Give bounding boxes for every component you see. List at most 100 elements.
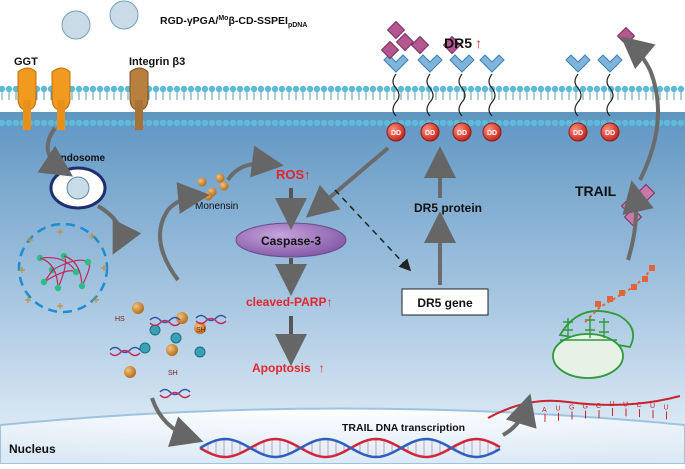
arrow-trail-out (620, 36, 660, 181)
cd-particle (149, 324, 161, 336)
dna-helix (199, 437, 501, 459)
dd-domain (568, 122, 588, 142)
dd-domain (386, 122, 406, 142)
dd-domain (600, 122, 620, 142)
arrow-to-trail (622, 180, 654, 261)
monensin-ball (203, 191, 213, 201)
dna-strand-blue (199, 437, 501, 459)
peptide-bead (642, 276, 648, 282)
trail-diamond (442, 35, 462, 55)
dr5-top-label: DR5↑ (444, 35, 482, 51)
endosome-label: Endosome (54, 153, 106, 164)
dr5-receptor-head (383, 54, 409, 73)
peptide-bead (607, 296, 613, 302)
pathway-arrows (37, 36, 660, 447)
sh-label: SH (168, 370, 178, 377)
rna-base: U (623, 401, 628, 408)
arrow-to-endosome (37, 126, 74, 177)
cd-particle (170, 332, 182, 344)
dd-label: DD (425, 130, 435, 137)
rna-base: U (650, 403, 655, 410)
cleaved-parp-label: cleaved-PARP↑ (246, 295, 332, 309)
trail-diamond (386, 20, 406, 40)
arrow-to-rupture (96, 204, 142, 255)
dna-fragment (149, 316, 181, 324)
dd-domain (482, 122, 502, 142)
peptide-bead (649, 265, 655, 271)
trail-diamond (616, 26, 636, 46)
arrow-to-mrna (501, 393, 537, 437)
monensin-ball (215, 173, 225, 183)
monensin-ball (124, 366, 136, 378)
arrow-to-monensin (158, 182, 210, 282)
monensin-ball (166, 344, 178, 356)
nucleus-label: Nucleus (9, 442, 56, 456)
formula-label: RGD-γPGA/Moβ-CD-SSPEIpDNA (160, 15, 307, 29)
arrow-to-ros (226, 145, 284, 182)
rna-base: G (583, 404, 588, 411)
polymer-network (19, 229, 107, 309)
nucleus-region (0, 407, 685, 465)
rna-base: A (542, 407, 547, 414)
dd-label: DD (605, 130, 615, 137)
arrow-to-nucleus (150, 397, 204, 447)
rna-base: C (637, 402, 642, 409)
rna-base: C (596, 403, 601, 410)
dna-fragment (195, 314, 227, 322)
dr5-receptor-head (565, 54, 591, 73)
dr5-receptor-head (449, 54, 475, 73)
cd-particle (139, 342, 151, 354)
peptide-bead (619, 290, 625, 296)
released-cargo (109, 302, 227, 399)
dr5-gene-label: DR5 gene (417, 296, 473, 310)
cd-particle (194, 346, 206, 358)
sh-label-2: SH (196, 327, 206, 334)
cytoplasm (0, 112, 685, 464)
ggt-label: GGT (14, 56, 38, 68)
dd-label: DD (487, 130, 497, 137)
peptide-bead (595, 301, 601, 307)
dna-fragment (109, 346, 141, 354)
dd-label: DD (391, 130, 401, 137)
polymer-node (40, 278, 48, 286)
dr5-receptor-head (417, 54, 443, 73)
dd-domain (420, 122, 440, 142)
ros-label: ROS↑ (276, 167, 311, 182)
polymer-node (54, 284, 62, 292)
trail-diamond (380, 40, 400, 60)
monensin-ball (176, 312, 188, 324)
dr5-protein-label: DR5 protein (414, 201, 482, 215)
dd-domain (452, 122, 472, 142)
endosome-particle (66, 176, 90, 200)
arrow-dr5-caspase (305, 146, 390, 218)
transcription-label: TRAIL DNA transcription (342, 422, 465, 434)
ggt-receptor (17, 67, 71, 130)
trail-diamond (395, 32, 415, 52)
trail-diamond (410, 35, 430, 55)
rna-base: U (610, 401, 615, 408)
rna-base: U (556, 406, 561, 413)
caspase-3-label: Caspase-3 (261, 234, 321, 248)
integrin-receptor (129, 67, 149, 130)
integrin-label: Integrin β3 (129, 56, 185, 68)
monensin-ball (219, 181, 229, 191)
dd-label: DD (457, 130, 467, 137)
dashed-arrow-ros-gene (334, 189, 412, 272)
polymer-node (72, 268, 80, 276)
monensin-ball (132, 302, 144, 314)
hs-label: HS (115, 316, 125, 323)
rna-base: G (569, 405, 574, 412)
ribosome (552, 265, 653, 379)
rna-base: U (664, 404, 669, 411)
nanoparticle-icons (61, 0, 139, 40)
dna-fragment (159, 388, 191, 396)
polymer-node (78, 282, 86, 290)
monensin-ball (197, 177, 207, 187)
polymer-node (84, 258, 92, 266)
dr5-receptor-head (479, 54, 505, 73)
monensin-label: Monensin (195, 201, 238, 212)
